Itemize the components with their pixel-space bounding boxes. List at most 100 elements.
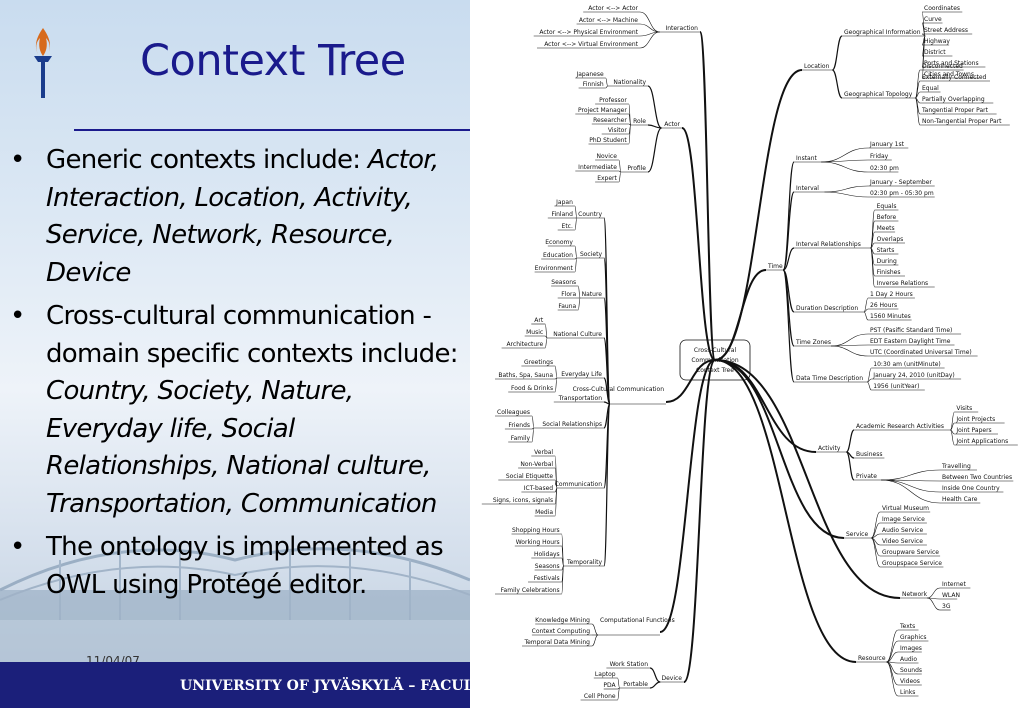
- node-cross-cultural-communication[interactable]: Cross-Cultural Communication: [573, 386, 665, 393]
- node-audio[interactable]: Audio: [900, 656, 917, 663]
- node-phd-student[interactable]: PhD Student: [589, 137, 627, 144]
- node-starts[interactable]: Starts: [877, 247, 895, 254]
- node-architecture[interactable]: Architecture: [506, 341, 543, 348]
- node-26-hours[interactable]: 26 Hours: [870, 302, 897, 309]
- node-finnish[interactable]: Finnish: [583, 81, 604, 88]
- node-disconnected[interactable]: Disconnected: [922, 63, 963, 70]
- node-instant[interactable]: Instant: [796, 155, 818, 162]
- node-seasons[interactable]: Seasons: [551, 279, 576, 286]
- node-japan[interactable]: Japan: [555, 199, 573, 206]
- node-education[interactable]: Education: [543, 252, 573, 259]
- node-signs-icons-signals[interactable]: Signs, icons, signals: [493, 497, 553, 504]
- node-social-etiquette[interactable]: Social Etiquette: [506, 473, 554, 480]
- node-finland[interactable]: Finland: [551, 211, 573, 218]
- node-family[interactable]: Family: [511, 435, 531, 442]
- node-cell-phone[interactable]: Cell Phone: [584, 693, 616, 700]
- node-pda[interactable]: PDA: [603, 682, 616, 689]
- node-inverse-relations[interactable]: Inverse Relations: [877, 280, 929, 287]
- node-videos[interactable]: Videos: [900, 678, 920, 685]
- node-virtual-museum[interactable]: Virtual Museum: [882, 505, 929, 512]
- node-family-celebrations[interactable]: Family Celebrations: [501, 587, 560, 594]
- node-knowledge-mining[interactable]: Knowledge Mining: [535, 617, 590, 624]
- node-interval-relationships[interactable]: Interval Relationships: [796, 241, 861, 248]
- node-friends[interactable]: Friends: [508, 422, 530, 429]
- node-seasons[interactable]: Seasons: [535, 563, 560, 570]
- node-actor-physical-environment[interactable]: Actor <--> Physical Environment: [539, 29, 638, 36]
- node-etc[interactable]: Etc.: [562, 223, 573, 230]
- node-partially-overlapping[interactable]: Partially Overlapping: [922, 96, 985, 103]
- node-fauna[interactable]: Fauna: [558, 303, 576, 310]
- node-device[interactable]: Device: [661, 675, 682, 682]
- node-nature[interactable]: Nature: [582, 291, 603, 298]
- node-music[interactable]: Music: [526, 329, 543, 336]
- node-joint-projects[interactable]: Joint Projects: [955, 416, 995, 423]
- node-tangential-proper-part[interactable]: Tangential Proper Part: [921, 107, 989, 114]
- node-time[interactable]: Time: [767, 263, 783, 270]
- node-colleagues[interactable]: Colleagues: [497, 409, 530, 416]
- node-society[interactable]: Society: [580, 251, 602, 258]
- node-10-30-am-unitminute[interactable]: 10:30 am (unitMinute): [873, 361, 940, 368]
- node-during[interactable]: During: [877, 258, 897, 265]
- node-street-address[interactable]: Street Address: [924, 27, 968, 34]
- node-media[interactable]: Media: [535, 509, 553, 516]
- node-resource[interactable]: Resource: [858, 655, 886, 662]
- node-pst-pasific-standard-time[interactable]: PST (Pasific Standard Time): [870, 327, 952, 334]
- node-friday[interactable]: Friday: [870, 153, 889, 160]
- node-time-zones[interactable]: Time Zones: [795, 339, 831, 346]
- node-curve[interactable]: Curve: [924, 16, 942, 23]
- node-02-30-pm-05-30-pm[interactable]: 02:30 pm - 05:30 pm: [870, 190, 934, 197]
- node-food-drinks[interactable]: Food & Drinks: [511, 385, 553, 392]
- node-actor-virtual-environment[interactable]: Actor <--> Virtual Environment: [544, 41, 638, 48]
- node-overlaps[interactable]: Overlaps: [877, 236, 904, 243]
- node-temporal-data-mining[interactable]: Temporal Data Mining: [523, 639, 590, 646]
- node-highway[interactable]: Highway: [924, 38, 950, 45]
- node-graphics[interactable]: Graphics: [900, 634, 927, 641]
- node-context-computing[interactable]: Context Computing: [532, 628, 591, 635]
- node-computational-functions[interactable]: Computational Functions: [600, 617, 675, 624]
- node-texts[interactable]: Texts: [899, 623, 915, 630]
- node-externally-connected[interactable]: Externally Connected: [922, 74, 987, 81]
- node-ict-based[interactable]: ICT-based: [524, 485, 554, 492]
- node-links[interactable]: Links: [900, 689, 915, 696]
- node-holidays[interactable]: Holidays: [534, 551, 560, 558]
- node-greetings[interactable]: Greetings: [524, 359, 553, 366]
- node-data-time-description[interactable]: Data Time Description: [796, 375, 863, 382]
- node-groupware-service[interactable]: Groupware Service: [882, 549, 939, 556]
- node-interval[interactable]: Interval: [796, 185, 819, 192]
- node-temporality[interactable]: Temporality: [566, 559, 602, 566]
- node-project-manager[interactable]: Project Manager: [578, 107, 627, 114]
- node-audio-service[interactable]: Audio Service: [882, 527, 923, 534]
- node-image-service[interactable]: Image Service: [882, 516, 925, 523]
- node-work-station[interactable]: Work Station: [610, 661, 649, 668]
- node-joint-papers[interactable]: Joint Papers: [955, 427, 991, 434]
- node-internet[interactable]: Internet: [942, 581, 966, 588]
- node-private[interactable]: Private: [856, 473, 877, 480]
- node-visitor[interactable]: Visitor: [608, 127, 627, 134]
- node-ports-and-stations[interactable]: Ports and Stations: [924, 60, 979, 67]
- node-finishes[interactable]: Finishes: [877, 269, 901, 276]
- node-actor-actor[interactable]: Actor <--> Actor: [588, 5, 638, 12]
- node-nationality[interactable]: Nationality: [613, 79, 646, 86]
- node-images[interactable]: Images: [900, 645, 922, 652]
- node-intermediate[interactable]: Intermediate: [578, 164, 617, 171]
- node-transportation[interactable]: Transportation: [558, 395, 603, 402]
- node-1560-minutes[interactable]: 1560 Minutes: [870, 313, 911, 320]
- node-health-care[interactable]: Health Care: [942, 496, 978, 503]
- node-video-service[interactable]: Video Service: [882, 538, 923, 545]
- node-inside-one-country[interactable]: Inside One Country: [942, 485, 1000, 492]
- node-travelling[interactable]: Travelling: [941, 463, 971, 470]
- node-sounds[interactable]: Sounds: [900, 667, 922, 674]
- node-service[interactable]: Service: [846, 531, 868, 538]
- node-before[interactable]: Before: [877, 214, 897, 221]
- node-art[interactable]: Art: [534, 317, 544, 324]
- node-profile[interactable]: Profile: [627, 165, 646, 172]
- node-role[interactable]: Role: [633, 118, 646, 125]
- node-wlan[interactable]: WLAN: [942, 592, 960, 599]
- node-portable[interactable]: Portable: [623, 681, 648, 688]
- node-professor[interactable]: Professor: [599, 97, 627, 104]
- node-social-relationships[interactable]: Social Relationships: [542, 421, 602, 428]
- node-equal[interactable]: Equal: [922, 85, 939, 92]
- node-january-24-2010-unitday[interactable]: January 24, 2010 (unitDay): [872, 372, 954, 379]
- node-economy[interactable]: Economy: [545, 239, 573, 246]
- node-shopping-hours[interactable]: Shopping Hours: [512, 527, 560, 534]
